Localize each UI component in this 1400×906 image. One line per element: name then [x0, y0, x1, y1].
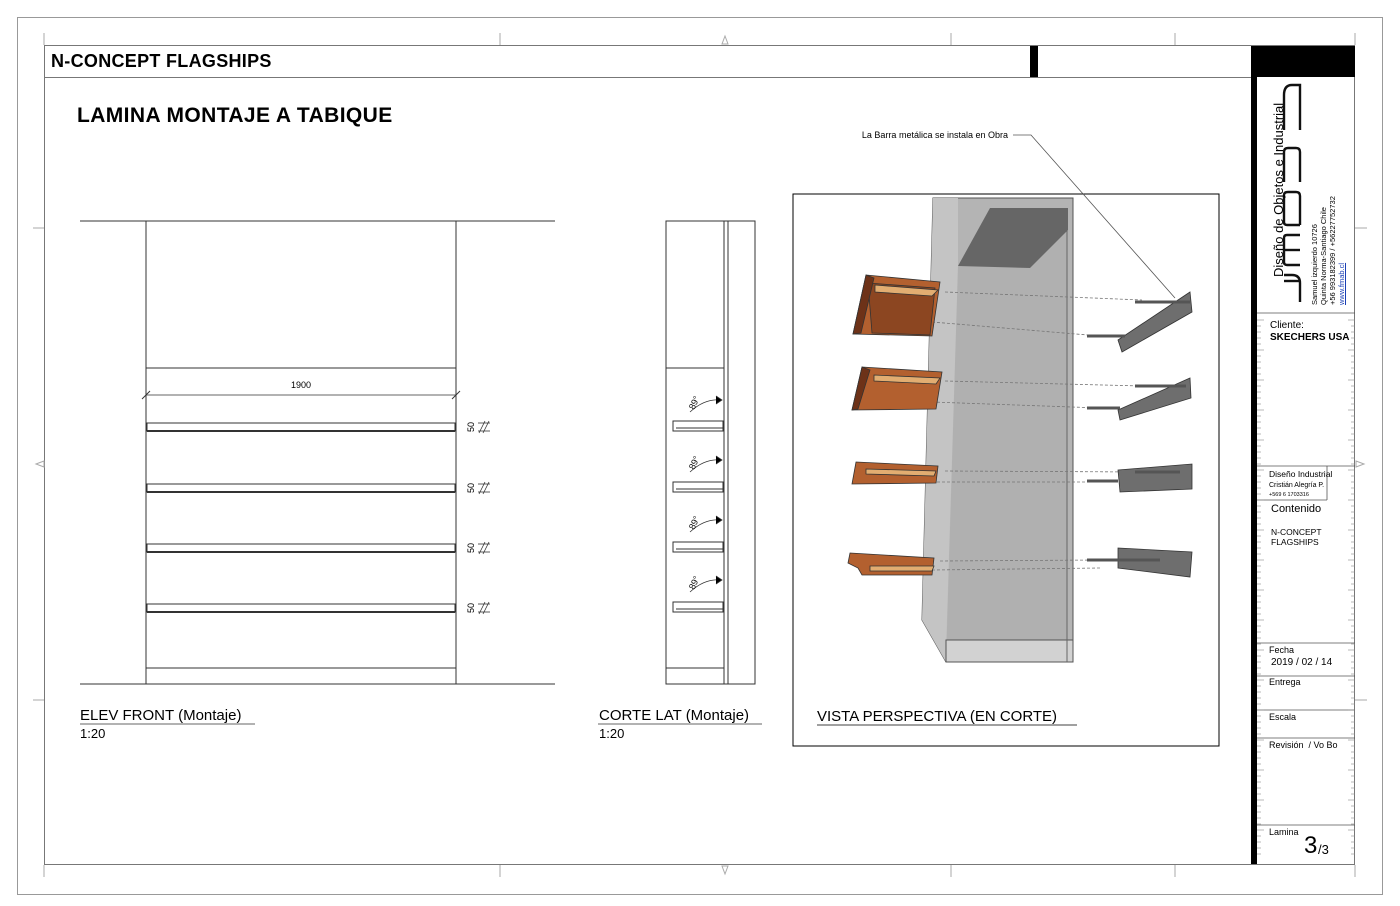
front-width-dimension: 1900 [291, 380, 311, 390]
shelf-dim: 50 [466, 422, 476, 432]
shelf-dim: 50 [466, 603, 476, 613]
title-block-top [1251, 46, 1355, 77]
title-block-bar [1251, 46, 1257, 864]
angle-label: 89° [687, 574, 702, 591]
client-name: SKECHERS USA [1270, 332, 1350, 343]
bracket-annotation: La Barra metálica se instala en Obra [862, 130, 1008, 140]
front-elevation [80, 220, 555, 725]
address-line: Quinta Norma-Santiago Chile [1319, 207, 1328, 305]
front-shelf-dimensions: 50 50 50 50 [466, 422, 476, 613]
delivery-label: Entrega [1269, 677, 1301, 687]
address-line: Samuel izquierdo 10726 [1310, 224, 1319, 305]
perspective-view-label: VISTA PERSPECTIVA (EN CORTE) [817, 708, 1058, 725]
angle-arcs [689, 395, 723, 593]
revision-label: Revisión / Vo Bo [1269, 740, 1338, 750]
sheet-number: 3 [1304, 832, 1318, 859]
sheet-title: LAMINA MONTAJE A TABIQUE [77, 104, 393, 127]
header-divider [44, 77, 1252, 78]
front-shelves [146, 422, 456, 613]
wood-shelves [847, 274, 943, 576]
title-block-lines [1257, 312, 1355, 826]
side-angle-labels: 89° 89° 89° 89° [687, 394, 702, 591]
company-website-link[interactable]: www.fmab.cl [1337, 262, 1346, 305]
steel-brackets [1087, 291, 1193, 578]
title-block-ruler [1257, 319, 1355, 855]
side-view-label: CORTE LAT (Montaje) [599, 707, 750, 724]
address-line: +56 993182399 / +56227752732 [1328, 196, 1337, 305]
header-black-bar [1030, 46, 1038, 77]
side-shelf-profiles [672, 420, 724, 613]
side-view-scale: 1:20 [599, 726, 625, 741]
shelf-dim: 50 [466, 483, 476, 493]
sheet-inner-border [44, 45, 1355, 865]
date-label: Fecha [1269, 645, 1295, 655]
date-value: 2019 / 02 / 14 [1271, 657, 1333, 668]
angle-label: 89° [687, 454, 702, 471]
content-label: Contenido [1271, 503, 1322, 515]
front-dim-ticks [478, 420, 490, 615]
shelf-dim: 50 [466, 543, 476, 553]
content-line: FLAGSHIPS [1271, 537, 1319, 547]
designer-phone: +569 6 1703316 [1269, 492, 1309, 498]
design-label: Diseño Industrial [1269, 469, 1333, 479]
sheet-tick-marks [33, 33, 1367, 877]
company-address: Samuel izquierdo 10726 Quinta Norma-Sant… [1310, 175, 1346, 305]
project-title: N-CONCEPT FLAGSHIPS [51, 51, 272, 71]
sheet-total: /3 [1318, 842, 1329, 857]
content-line: N-CONCEPT [1271, 527, 1322, 537]
front-view-label: ELEV FRONT (Montaje) [80, 707, 242, 724]
perspective-view [792, 134, 1220, 747]
angle-label: 89° [687, 394, 702, 411]
side-section [598, 220, 762, 725]
designer-name: Cristián Alegría P. [1269, 482, 1325, 489]
fmab-logo [1282, 83, 1302, 302]
scale-label: Escala [1269, 712, 1297, 722]
content-value: N-CONCEPT FLAGSHIPS [1271, 527, 1322, 547]
sheet-label: Lamina [1269, 827, 1299, 837]
sheet-outer-border [17, 17, 1383, 895]
client-label: Cliente: [1270, 320, 1304, 331]
front-view-scale: 1:20 [80, 726, 106, 741]
company-tagline: Diseño de Objetos e Industrial [1271, 102, 1286, 277]
angle-label: 89° [687, 514, 702, 531]
